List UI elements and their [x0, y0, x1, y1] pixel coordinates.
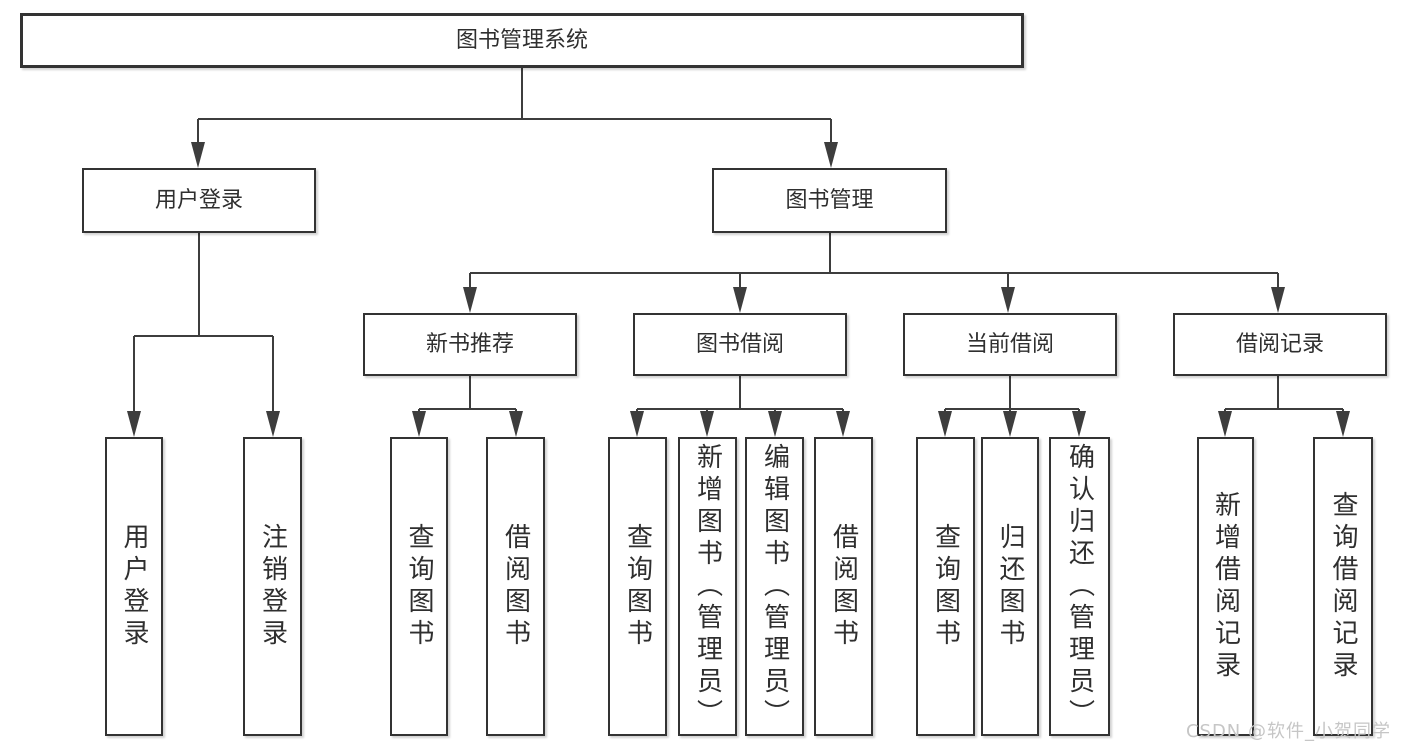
connector-borrow-records-bus — [1224, 376, 1344, 413]
leaf-query-books: 查询图书 — [916, 437, 975, 736]
arrowhead — [824, 142, 838, 168]
leaf-query-books: 查询图书 — [608, 437, 667, 736]
leaf-return-book: 归还图书 — [981, 437, 1039, 736]
node-borrowing-records: 借阅记录 — [1173, 313, 1387, 376]
connector-root-bus — [197, 68, 832, 144]
leaf-query-borrow-record: 查询借阅记录 — [1313, 437, 1373, 736]
node-book-borrowing: 图书借阅 — [633, 313, 847, 376]
arrowhead — [1336, 411, 1350, 437]
leaf-add-borrow-record: 新增借阅记录 — [1197, 437, 1254, 736]
arrowhead — [630, 411, 644, 437]
csdn-watermark: CSDN @软件_小贺同学 — [1185, 721, 1391, 742]
node-current-borrowing: 当前借阅 — [903, 313, 1117, 376]
arrowhead — [1001, 287, 1015, 313]
connector-book-borrow-bus — [636, 376, 844, 413]
connector-user-login-bus — [133, 233, 274, 413]
leaf-confirm-return-admin: 确认归还（管理员） — [1049, 437, 1110, 736]
arrowhead — [938, 411, 952, 437]
arrowhead — [768, 411, 782, 437]
arrowhead — [700, 411, 714, 437]
connector-current-borrow-bus — [944, 376, 1080, 413]
arrowhead — [191, 142, 205, 168]
arrowhead — [1072, 411, 1086, 437]
arrowhead — [1218, 411, 1232, 437]
node-library-system: 图书管理系统 — [20, 13, 1024, 68]
leaf-borrow-books: 借阅图书 — [814, 437, 873, 736]
node-user-login: 用户登录 — [82, 168, 316, 233]
leaf-add-book-admin: 新增图书（管理员） — [678, 437, 737, 736]
node-book-management: 图书管理 — [712, 168, 947, 233]
connector-book-mgmt-bus — [469, 233, 1279, 289]
leaf-edit-book-admin: 编辑图书（管理员） — [745, 437, 804, 736]
leaf-user-login: 用户登录 — [105, 437, 163, 736]
arrowhead — [127, 411, 141, 437]
node-new-book-recommend: 新书推荐 — [363, 313, 577, 376]
leaf-query-books: 查询图书 — [390, 437, 448, 736]
arrowhead — [1271, 287, 1285, 313]
leaf-logout: 注销登录 — [243, 437, 302, 736]
connector-new-book-bus — [418, 376, 517, 413]
arrowhead — [266, 411, 280, 437]
arrowhead — [463, 287, 477, 313]
arrowhead — [1003, 411, 1017, 437]
leaf-borrow-books: 借阅图书 — [486, 437, 545, 736]
arrowhead — [836, 411, 850, 437]
arrowhead — [412, 411, 426, 437]
arrowhead — [509, 411, 523, 437]
arrowhead — [733, 287, 747, 313]
